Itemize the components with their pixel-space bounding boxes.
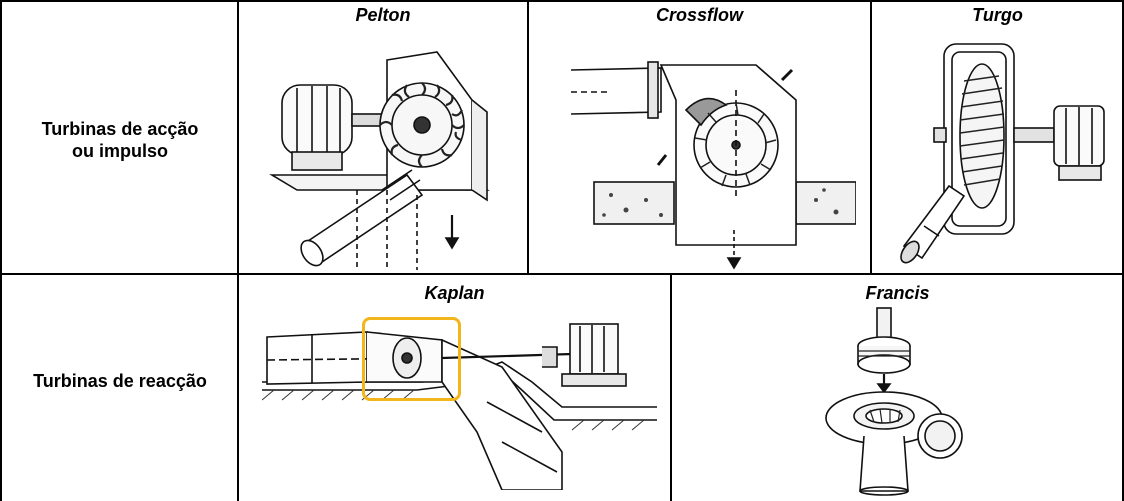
turgo-title: Turgo: [972, 5, 1023, 25]
row-label-impulse-line2: ou impulso: [72, 141, 168, 161]
table-border-left: [0, 0, 2, 501]
row-label-impulse-line1: Turbinas de acção: [41, 119, 199, 139]
kaplan-title: Kaplan: [424, 283, 485, 303]
pelton-title: Pelton: [355, 5, 411, 25]
label-column-divider: [237, 0, 239, 501]
table-border-top: [0, 0, 1124, 2]
kaplan-runner-highlight: [362, 317, 461, 401]
francis-title: Francis: [865, 283, 930, 303]
turgo-turbine-icon: [900, 43, 1105, 264]
row-label-reaction: Turbinas de reacção: [10, 370, 230, 392]
pelton-crossflow-divider: [527, 0, 529, 274]
kaplan-francis-divider: [670, 274, 672, 501]
crossflow-turgo-divider: [870, 0, 872, 274]
pelton-turbine-icon: [269, 51, 490, 270]
table-border-right: [1122, 0, 1124, 501]
crossflow-turbine-icon: [570, 61, 856, 270]
kaplan-turbine-icon: [262, 323, 657, 490]
table-row-divider: [0, 273, 1124, 275]
row-label-reaction-line1: Turbinas de reacção: [33, 371, 207, 391]
crossflow-title: Crossflow: [655, 5, 743, 25]
row-label-impulse: Turbinas de acção ou impulso: [10, 118, 230, 162]
francis-turbine-icon: [825, 307, 963, 496]
